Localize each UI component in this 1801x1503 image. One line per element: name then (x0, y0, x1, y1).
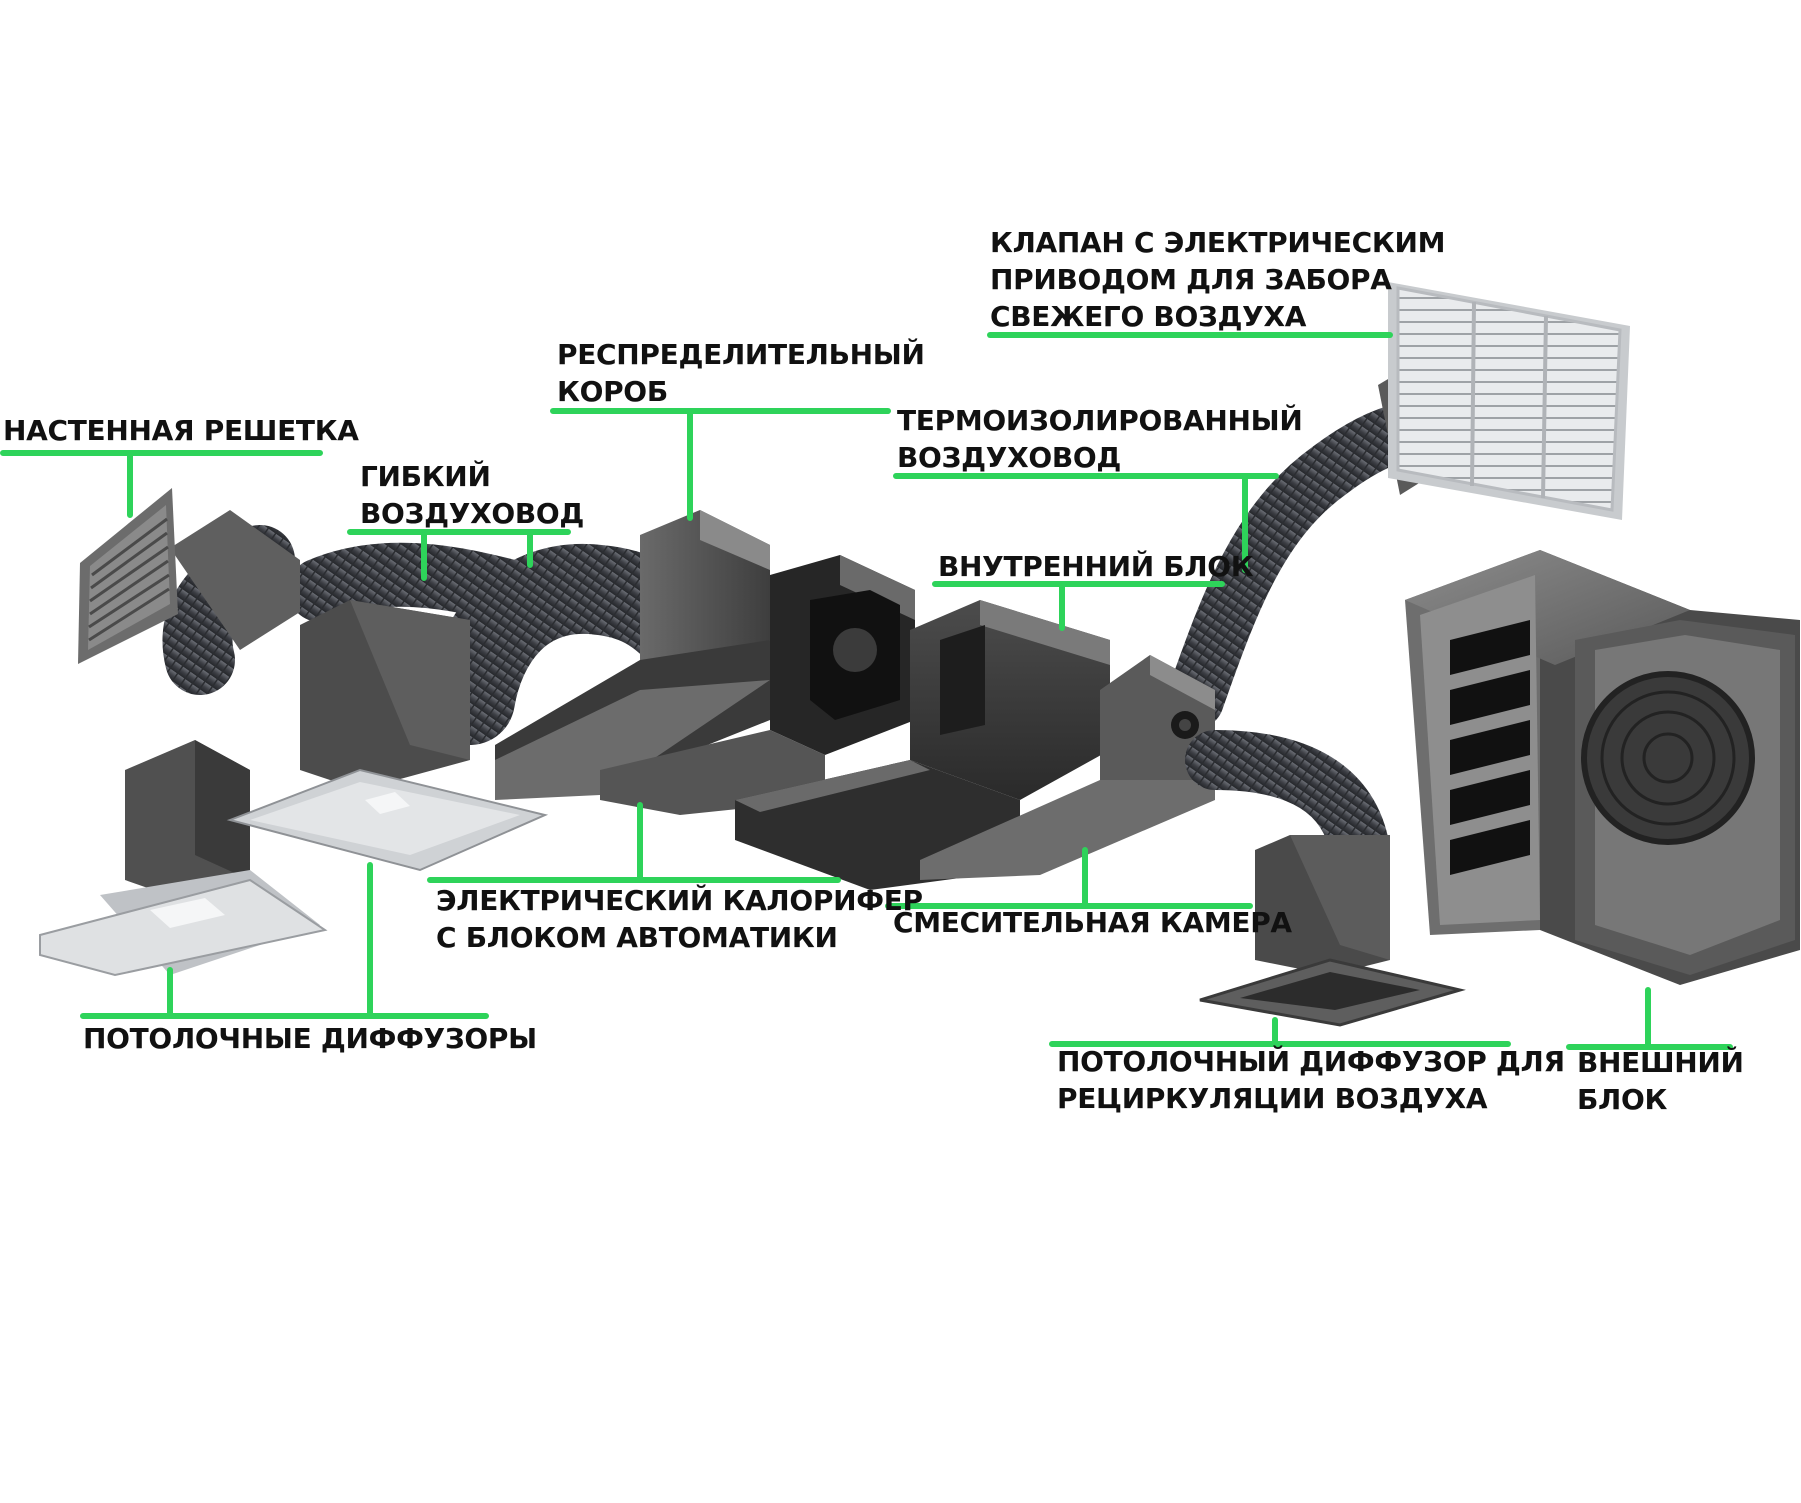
label-indoor-unit: ВНУТРЕННИЙ БЛОК (938, 548, 1254, 585)
leader-line (885, 847, 1253, 909)
leader-lines (0, 332, 1733, 1050)
label-line: ПРИВОДОМ ДЛЯ ЗАБОРА (990, 263, 1392, 296)
label-line: ГИБКИЙ (360, 460, 491, 493)
label-line: СВЕЖЕГО ВОЗДУХА (990, 300, 1307, 333)
leader-line (1566, 987, 1733, 1050)
leader-line (347, 529, 571, 581)
wall-grille-icon (78, 488, 300, 664)
label-flexible-duct: ГИБКИЙ ВОЗДУХОВОД (360, 458, 584, 532)
outdoor-unit-icon (1405, 550, 1800, 985)
ceiling-diffuser-icon (226, 600, 549, 872)
label-line: КЛАПАН С ЭЛЕКТРИЧЕСКИМ (990, 226, 1446, 259)
label-line: БЛОК (1577, 1083, 1668, 1116)
label-line: ВНУТРЕННИЙ БЛОК (938, 550, 1254, 583)
label-electric-heater: ЭЛЕКТРИЧЕСКИЙ КАЛОРИФЕР С БЛОКОМ АВТОМАТ… (436, 882, 923, 956)
label-line: ЭЛЕКТРИЧЕСКИЙ КАЛОРИФЕР (436, 884, 923, 917)
label-line: НАСТЕННАЯ РЕШЕТКА (3, 414, 359, 447)
label-fresh-air-valve: КЛАПАН С ЭЛЕКТРИЧЕСКИМ ПРИВОДОМ ДЛЯ ЗАБО… (990, 224, 1445, 335)
leader-line (893, 473, 1279, 573)
label-line: ВОЗДУХОВОД (897, 441, 1122, 474)
label-line: РЕЦИРКУЛЯЦИИ ВОЗДУХА (1057, 1082, 1488, 1115)
leader-line (932, 581, 1225, 631)
leader-line (80, 862, 489, 1019)
label-line: С БЛОКОМ АВТОМАТИКИ (436, 921, 838, 954)
label-line: ТЕРМОИЗОЛИРОВАННЫЙ (897, 404, 1303, 437)
label-line: СМЕСИТЕЛЬНАЯ КАМЕРА (893, 906, 1292, 939)
label-line: КОРОБ (557, 375, 668, 408)
label-line: ПОТОЛОЧНЫЙ ДИФФУЗОР ДЛЯ (1057, 1045, 1565, 1078)
ceiling-diffuser-icon (39, 740, 328, 977)
label-recirculation-diffuser: ПОТОЛОЧНЫЙ ДИФФУЗОР ДЛЯ РЕЦИРКУЛЯЦИИ ВОЗ… (1057, 1043, 1565, 1117)
label-line: ПОТОЛОЧНЫЕ ДИФФУЗОРЫ (83, 1022, 537, 1055)
distribution-box-icon (495, 510, 770, 800)
label-line: РЕСПРЕДЕЛИТЕЛЬНЫЙ (557, 338, 925, 371)
leader-line (0, 450, 323, 518)
label-line: ВНЕШНИЙ (1577, 1046, 1744, 1079)
label-insulated-duct: ТЕРМОИЗОЛИРОВАННЫЙ ВОЗДУХОВОД (897, 402, 1303, 476)
fresh-air-grille-icon (1378, 282, 1630, 520)
label-ceiling-diffusers: ПОТОЛОЧНЫЕ ДИФФУЗОРЫ (83, 1020, 537, 1057)
leader-line (550, 408, 891, 521)
label-distribution-box: РЕСПРЕДЕЛИТЕЛЬНЫЙ КОРОБ (557, 336, 925, 410)
ceiling-diffuser-icon (1199, 835, 1466, 1027)
label-outdoor-unit: ВНЕШНИЙ БЛОК (1577, 1044, 1744, 1118)
mixing-chamber-icon (920, 655, 1215, 880)
flexible-duct-icon (1185, 730, 1390, 880)
label-mixing-chamber: СМЕСИТЕЛЬНАЯ КАМЕРА (893, 904, 1292, 941)
label-line: ВОЗДУХОВОД (360, 497, 585, 530)
electric-heater-icon (600, 555, 915, 815)
leader-line (427, 802, 841, 883)
leader-line (1049, 1017, 1511, 1047)
label-wall-grille: НАСТЕННАЯ РЕШЕТКА (3, 412, 359, 449)
